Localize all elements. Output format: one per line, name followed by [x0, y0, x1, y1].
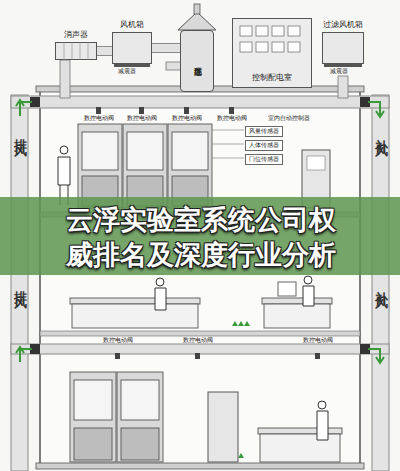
control-room: 控制配电室 — [232, 18, 312, 88]
lab-benches — [70, 282, 332, 328]
node-label: 风机箱 — [120, 21, 144, 30]
sensor-leaders — [212, 130, 244, 158]
valve-label: 数控电动阀 — [217, 115, 247, 122]
supply-riser — [372, 95, 389, 471]
valve-label: 数控电动阀 — [127, 115, 157, 122]
fume-hoods — [70, 372, 163, 462]
valve-label: 数控电动阀 — [172, 115, 202, 122]
valve-label: 数控电动阀 — [303, 337, 333, 344]
person — [317, 401, 328, 440]
flow-label: 补风 — [374, 128, 388, 140]
duct-body — [97, 46, 112, 56]
sensor-label: 风量传感器 — [245, 126, 283, 137]
door — [208, 392, 238, 462]
flow-arrows — [16, 100, 384, 363]
control-room-windows — [240, 26, 300, 52]
fan-box: 风机箱 — [112, 32, 152, 64]
duct-body — [152, 43, 180, 53]
sensor-label: 门位传感器 — [245, 154, 283, 165]
duct-fill — [152, 44, 180, 52]
ground-slab — [36, 463, 364, 469]
door-window — [307, 156, 325, 170]
lab-benches — [258, 428, 342, 462]
filter-fan-box: 过滤风机箱 — [322, 32, 364, 64]
middle-duct — [11, 344, 389, 354]
silencer-ribs — [64, 42, 88, 60]
flow-label: 排风 — [13, 128, 27, 140]
part-label: 减震器 — [118, 68, 136, 75]
building-frame — [40, 90, 360, 468]
duct-fill — [97, 47, 112, 55]
scrubber-tower: 废气处理塔 — [180, 30, 214, 92]
tower-stack — [194, 4, 200, 14]
tower-roof — [178, 12, 216, 30]
exhaust-drop — [60, 60, 70, 98]
fume-hoods — [78, 124, 212, 208]
controller-label: 室内自动控制器 — [268, 115, 310, 122]
supply-drop — [338, 76, 348, 98]
person — [155, 276, 314, 310]
valve-label: 数控电动阀 — [103, 337, 133, 344]
silencer-box: 消声器 — [55, 42, 97, 60]
part-label: 减震器 — [330, 68, 348, 75]
flow-label: 补风 — [374, 280, 388, 292]
duct-connector — [97, 51, 112, 52]
sensor-label: 人体传感器 — [245, 140, 283, 151]
node-label: 过滤风机箱 — [323, 21, 363, 30]
dampers-pads — [114, 64, 362, 67]
exhaust-riser — [11, 95, 28, 471]
duct-connector — [152, 48, 180, 49]
valve-label: 数控电动阀 — [183, 337, 213, 344]
valve-label: 数控电动阀 — [84, 115, 114, 122]
floor-slab — [40, 331, 360, 336]
banner-title: 云浮实验室系统公司权威排名及深度行业分析 — [58, 202, 343, 272]
node-label: 消声器 — [64, 31, 88, 40]
node-label: 控制配电室 — [252, 74, 292, 83]
flow-label: 排风 — [13, 280, 27, 292]
